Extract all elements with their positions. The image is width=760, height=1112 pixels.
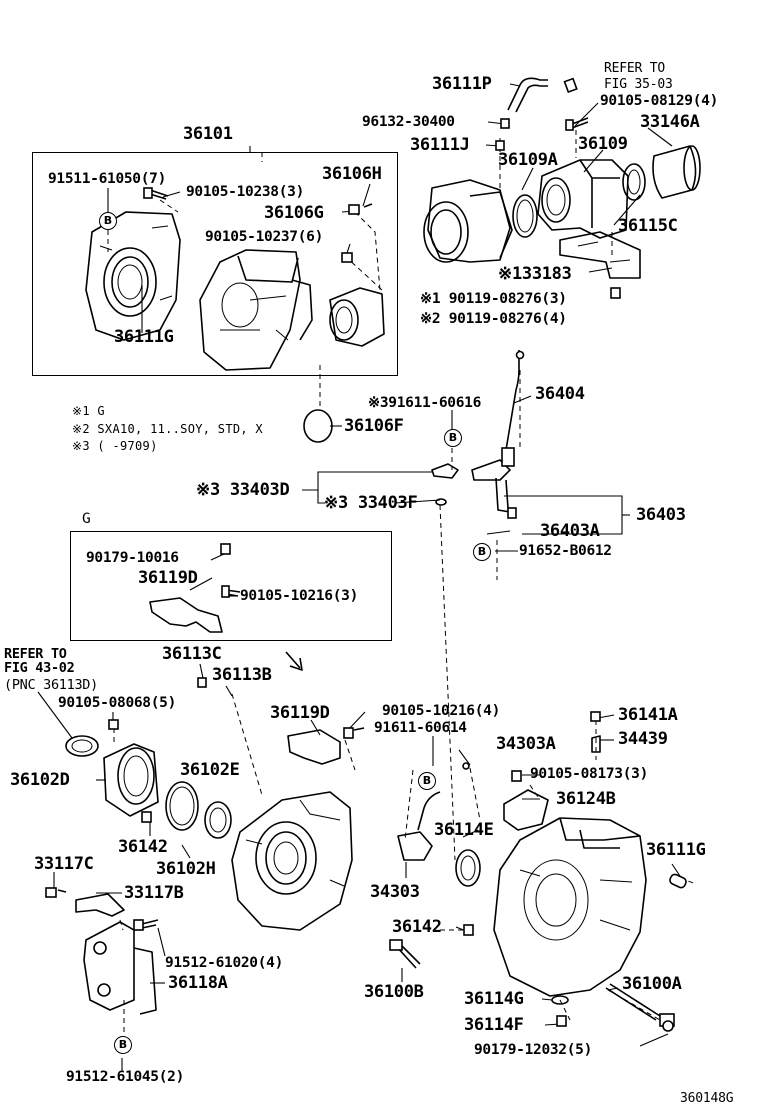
- transaxle-case-right: [389, 711, 687, 1032]
- part-91652-b0612: 91652-B0612: [519, 543, 612, 559]
- part-91611-60614: 91611-60614: [374, 720, 467, 736]
- part-36114g: 36114G: [464, 989, 524, 1009]
- part-34303a: 34303A: [496, 734, 556, 754]
- part-36118a: 36118A: [168, 973, 228, 993]
- rear-bearing-housing: [65, 677, 207, 823]
- o-ring-36106f: [303, 409, 333, 443]
- part-90105-08068: 90105-08068(5): [58, 695, 177, 711]
- part-33117c: 33117C: [34, 854, 94, 874]
- part-90105-10216-3: 90105-10216(3): [240, 588, 359, 604]
- fastener-b-bubble: B: [99, 212, 117, 230]
- part-36111g-bottom: 36111G: [646, 840, 706, 860]
- part-90105-10216-4: 90105-10216(4): [382, 703, 501, 719]
- part-36142-left: 36142: [118, 837, 168, 857]
- part-36102h: 36102H: [156, 859, 216, 879]
- part-90105-08129: 90105-08129(4): [600, 93, 719, 109]
- refer-top-line1: REFER TO: [604, 61, 666, 76]
- transaxle-case-36101b: [231, 791, 353, 931]
- part-33403f: ※3 33403F: [324, 493, 418, 513]
- fastener-b-bubble: B: [473, 543, 491, 561]
- part-96132-30400: 96132-30400: [362, 114, 455, 130]
- figure-code: 360148G: [680, 1091, 734, 1106]
- assembly-box-36101: [32, 152, 398, 376]
- fastener-b-bubble: B: [418, 772, 436, 790]
- footnote-2: ※2 SXA10, 11..SOY, STD, X: [72, 422, 263, 436]
- part-36106h: 36106H: [322, 164, 382, 184]
- part-36100b: 36100B: [364, 982, 424, 1002]
- part-36106f: 36106F: [344, 416, 404, 436]
- part-36404: 36404: [535, 384, 585, 404]
- part-36102e: 36102E: [180, 760, 240, 780]
- footnote-1: ※1 G: [72, 404, 105, 418]
- part-33403d: ※3 33403D: [196, 480, 290, 500]
- part-36141a: 36141A: [618, 705, 678, 725]
- fastener-b-bubble: B: [444, 429, 462, 447]
- part-90119-08276-4: ※2 90119-08276(4): [420, 311, 567, 327]
- part-36101: 36101: [183, 124, 233, 144]
- part-36142-right: 36142: [392, 917, 442, 937]
- leader-lines: [37, 83, 681, 1072]
- part-36113c: 36113C: [162, 644, 222, 664]
- part-36113b: 36113B: [212, 665, 272, 685]
- part-36124b: 36124B: [556, 789, 616, 809]
- shift-fork-34303: [397, 762, 470, 861]
- part-90105-08173: 90105-08173(3): [530, 766, 649, 782]
- part-36111p: 36111P: [432, 74, 492, 94]
- part-36100a: 36100A: [622, 974, 682, 994]
- part-90105-10238: 90105-10238(3): [186, 184, 305, 200]
- part-36114f: 36114F: [464, 1015, 524, 1035]
- bracket-36119d: [287, 727, 365, 765]
- part-36115c: 36115C: [618, 216, 678, 236]
- refer-top-line2: FIG 35-03: [604, 77, 673, 92]
- part-91512-61045: 91512-61045(2): [66, 1069, 185, 1085]
- group-g-box: [70, 531, 392, 641]
- refer-left-line1: REFER TO: [4, 646, 67, 662]
- part-36111j: 36111J: [410, 135, 470, 155]
- seals-36102: [165, 781, 232, 839]
- part-36403: 36403: [636, 505, 686, 525]
- part-36106g: 36106G: [264, 203, 324, 223]
- part-90179-12032: 90179-12032(5): [474, 1042, 593, 1058]
- part-91512-61020: 91512-61020(4): [165, 955, 284, 971]
- part-90179-10016: 90179-10016: [86, 550, 179, 566]
- part-36119d-g: 36119D: [138, 568, 198, 588]
- part-90105-10237: 90105-10237(6): [205, 229, 324, 245]
- mount-36118a: [83, 919, 159, 1015]
- part-36109a: 36109A: [498, 150, 558, 170]
- refer-left-line2: FIG 43-02: [4, 660, 75, 676]
- part-90119-08276-3: ※1 90119-08276(3): [420, 291, 567, 307]
- part-36403a: 36403A: [540, 521, 600, 541]
- part-36119d: 36119D: [270, 703, 330, 723]
- shift-rod-assembly: [431, 350, 525, 519]
- part-91511-61050: 91511-61050(7): [48, 171, 167, 187]
- bracket-33117: [45, 887, 125, 917]
- part-36102d: 36102D: [10, 770, 70, 790]
- part-33183: ※133183: [498, 264, 572, 284]
- part-36114e: 36114E: [434, 820, 494, 840]
- part-36111g-top: 36111G: [114, 327, 174, 347]
- extension-housing-assembly: [85, 187, 385, 371]
- part-36109: 36109: [578, 134, 628, 154]
- part-34439: 34439: [618, 729, 668, 749]
- shift-lever-housing-assembly: [423, 77, 701, 299]
- group-g-bracket: [149, 543, 241, 633]
- part-33146a: 33146A: [640, 112, 700, 132]
- part-33117b: 33117B: [124, 883, 184, 903]
- refer-left-line3: (PNC 36113D): [4, 677, 98, 693]
- part-91611-60616: ※391611-60616: [368, 395, 482, 411]
- part-34303: 34303: [370, 882, 420, 902]
- footnote-3: ※3 ( -9709): [72, 439, 158, 453]
- group-g-label: G: [82, 511, 91, 527]
- fastener-b-bubble: B: [114, 1036, 132, 1054]
- direction-arrow: [285, 651, 303, 671]
